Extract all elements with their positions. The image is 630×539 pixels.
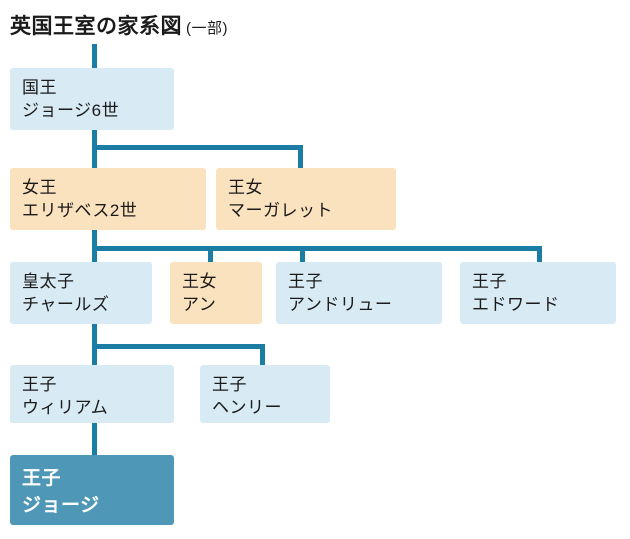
node-person-name: エドワード xyxy=(472,294,560,314)
tree-node-george: 王子 ジョージ xyxy=(10,455,174,525)
diagram-title-note: (一部) xyxy=(186,20,228,37)
node-person-name: ヘンリー xyxy=(212,397,282,417)
tree-node-henry: 王子 ヘンリー xyxy=(200,365,330,423)
connector-elizabeth-children-h xyxy=(92,246,542,251)
node-title: 王子 xyxy=(472,272,507,291)
node-person-name: ウィリアム xyxy=(22,397,109,417)
node-person-name: ジョージ xyxy=(22,494,100,516)
node-title: 王子 xyxy=(212,375,247,394)
node-title: 女王 xyxy=(22,178,57,197)
connector-charles-children-h xyxy=(92,344,265,349)
tree-node-andrew: 王子 アンドリュー xyxy=(276,262,442,324)
tree-node-edward: 王子 エドワード xyxy=(460,262,616,324)
connector-drop-andrew xyxy=(300,246,305,262)
node-title: 王女 xyxy=(182,272,217,291)
tree-node-charles: 皇太子 チャールズ xyxy=(10,262,152,324)
node-title: 王子 xyxy=(22,375,57,394)
connector-george6-children-h xyxy=(92,145,303,150)
diagram-title: 英国王室の家系図(一部) xyxy=(10,10,228,40)
connector-top-stub xyxy=(92,44,97,68)
node-person-name: マーガレット xyxy=(228,200,333,220)
tree-node-anne: 王女 アン xyxy=(170,262,262,324)
node-title: 国王 xyxy=(22,78,57,97)
tree-node-elizabeth2: 女王 エリザベス2世 xyxy=(10,168,206,230)
connector-william-down xyxy=(92,423,97,455)
tree-node-william: 王子 ウィリアム xyxy=(10,365,174,423)
node-title: 王子 xyxy=(288,272,323,291)
connector-drop-henry xyxy=(260,344,265,365)
node-person-name: エリザベス2世 xyxy=(22,200,138,220)
tree-node-george6: 国王 ジョージ6世 xyxy=(10,68,174,130)
node-person-name: ジョージ6世 xyxy=(22,100,120,120)
diagram-title-text: 英国王室の家系図 xyxy=(10,15,182,38)
node-person-name: アンドリュー xyxy=(288,294,393,314)
connector-drop-anne xyxy=(208,246,213,262)
node-title: 皇太子 xyxy=(22,272,75,291)
node-title: 王子 xyxy=(22,468,62,489)
node-person-name: チャールズ xyxy=(22,294,110,314)
node-person-name: アン xyxy=(182,294,217,314)
connector-drop-margaret xyxy=(298,145,303,168)
connector-drop-edward xyxy=(537,246,542,262)
tree-node-margaret: 王女 マーガレット xyxy=(216,168,396,230)
node-title: 王女 xyxy=(228,178,263,197)
